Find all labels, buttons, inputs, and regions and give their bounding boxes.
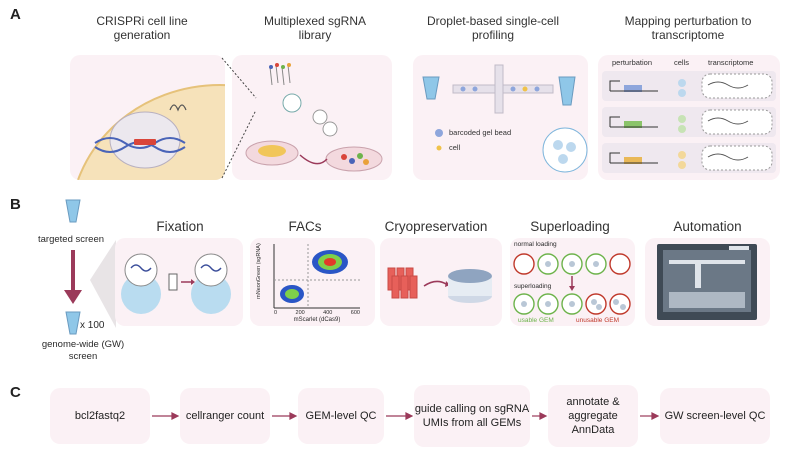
zoom-connector [221,57,257,179]
normal-loading-label: normal loading [514,241,557,248]
targeted-tube-icon [65,199,81,223]
facs-xtick: 200 [295,310,305,316]
sgrna-panel [232,55,392,180]
title-sgrna-library: Multiplexed sgRNA library [263,14,367,42]
section-c-label: C [10,384,21,401]
droplet-panel: barcoded gel bead cell [413,55,588,180]
crispri-panel [70,55,225,180]
automation-panel [645,238,770,326]
usable-gem-label: usable GEM [518,317,554,324]
zoom-wedge [90,240,116,328]
facs-xtick: 400 [323,310,333,316]
title-superloading: Superloading [530,219,610,234]
arrow-head [171,412,180,420]
facs-xtick: 600 [350,310,360,316]
unusable-gem-label: unusable GEM [576,317,619,324]
gw-tube-icon [65,311,81,335]
facs-plot [273,244,360,309]
mapping-panel: perturbation cells transcriptome [598,55,780,180]
title-droplet: Droplet-based single-cell profiling [426,14,560,42]
cryo-panel [380,238,502,326]
step-gw-screen-qc: GW screen-level QC [660,388,770,444]
robot-illustration [657,244,757,320]
gel-bead-icon [435,129,443,137]
header-perturbation: perturbation [612,58,653,67]
step-cellranger-count: cellranger count [180,388,270,444]
header-cells: cells [674,58,690,67]
mapping-illustration [602,71,776,173]
legend-gel-bead: barcoded gel bead [449,128,512,137]
arrow-head [539,412,548,420]
step-annotate-aggregate: annotate & aggregate AnnData [548,385,638,447]
sgrna-illustration [245,63,383,172]
targeted-screen-label: targeted screen [38,234,105,245]
step-bcl2fastq2: bcl2fastq2 [50,388,150,444]
fixation-panel [115,238,243,326]
superloading-label: superloading [514,283,552,290]
legend-cell: cell [449,143,461,152]
arrow-head [405,412,414,420]
cell-illustration [76,84,225,180]
title-fixation: Fixation [156,219,204,234]
step-guide-calling: guide calling on sgRNA UMIs from all GEM… [414,385,530,447]
facs-xticks: 0 200 400 600 [274,310,360,316]
facs-xlabel: mScarlet (dCas9) [293,317,341,323]
cell-icon [436,145,442,151]
arrow-head [289,412,298,420]
facs-ylabel: mNeonGreen (sgRNA) [256,243,262,299]
pipeline-arrows [152,412,660,420]
title-cryopreservation: Cryopreservation [384,219,488,234]
title-facs: FACs [288,219,322,234]
header-transcriptome: transcriptome [708,58,754,67]
title-crispri: CRISPRi cell line generation [96,14,188,42]
step-gem-level-qc: GEM-level QC [298,388,384,444]
section-a-label: A [10,6,21,23]
arrow-head [651,412,660,420]
section-b-label: B [10,196,21,213]
superloading-panel: normal loading superloading usable GEM u… [510,238,635,326]
title-mapping: Mapping perturbation to transcriptome [624,14,752,42]
droplet-illustration [422,64,588,173]
gw-screen-label: genome-wide (GW) screen [41,339,125,362]
facs-panel: mNeonGreen (sgRNA) 0 200 400 600 mScarle… [250,238,375,326]
fixation-illustration [121,253,231,314]
title-automation: Automation [673,219,742,234]
facs-xtick: 0 [274,310,278,316]
multiplier-label: x 100 [80,320,105,331]
cryo-illustration [387,267,492,303]
superloading-illustration [513,253,631,315]
scale-up-arrow [64,250,82,304]
